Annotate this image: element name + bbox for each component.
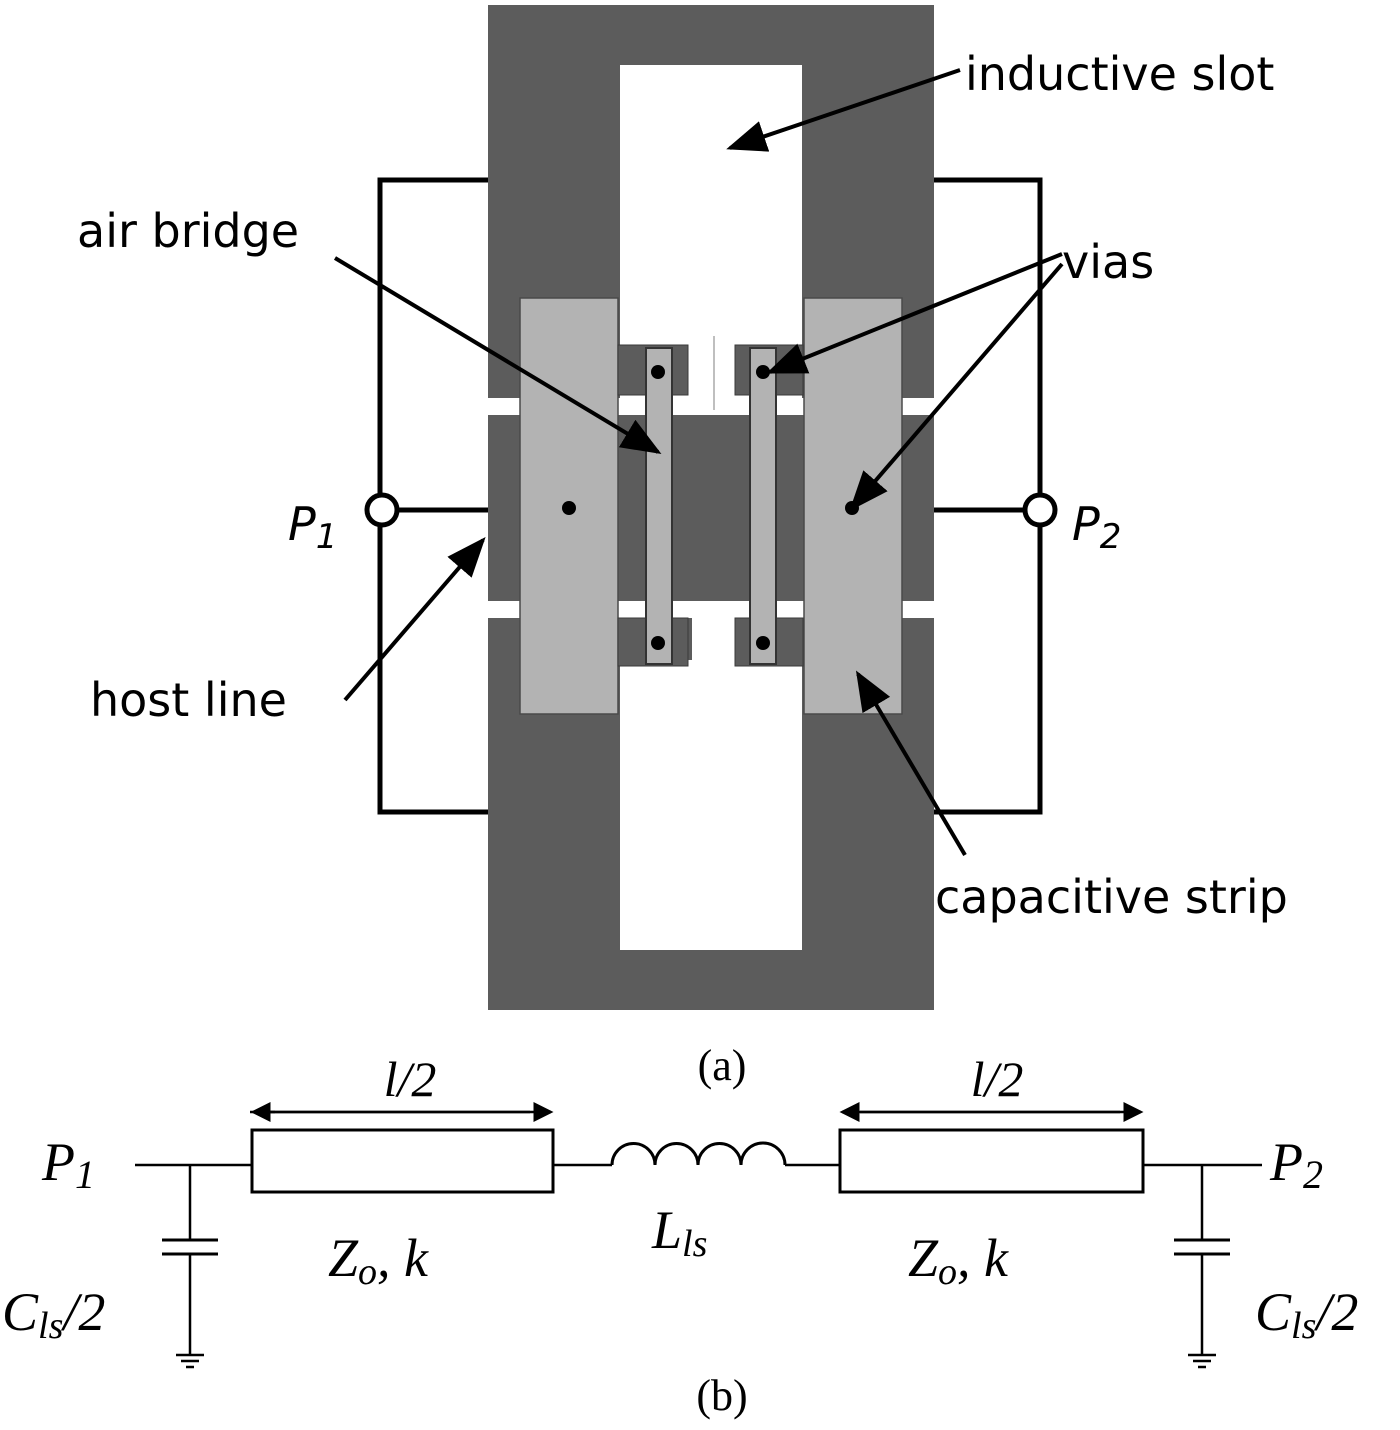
- label-line-left: Zo, k: [328, 1228, 429, 1293]
- air-bridges: [645, 347, 777, 665]
- figure-a-labels: inductive slot air bridge vias host line…: [77, 47, 1288, 924]
- transmission-line-left: [250, 1128, 555, 1194]
- label-cap-right: Cls/2: [1255, 1282, 1358, 1347]
- label-port-2: P2: [1072, 497, 1121, 557]
- caption-a: (a): [698, 1041, 747, 1090]
- port-1-terminal: [364, 492, 400, 528]
- label-b-port-1: P1: [41, 1132, 95, 1197]
- label-cap-left: Cls/2: [2, 1282, 105, 1347]
- label-length-right: l/2: [971, 1051, 1024, 1107]
- inductor-coil: [610, 1141, 787, 1166]
- label-port-1: P1: [288, 497, 337, 557]
- air-bridge-left: [645, 347, 673, 665]
- arrow-vias-strip: [849, 262, 1064, 512]
- label-vias: vias: [1062, 235, 1154, 289]
- figure-a-layout: inductive slot air bridge vias host line…: [77, 5, 1288, 1090]
- figure-b-circuit: l/2 l/2 P1 P2 Zo, k Zo, k Lls Cls/2 Cls/…: [2, 1051, 1358, 1420]
- label-inductor: Lls: [651, 1200, 707, 1265]
- caption-b: (b): [696, 1371, 747, 1420]
- arrow-vias-top: [766, 252, 1063, 374]
- circuit-wires: [135, 1163, 1262, 1355]
- label-line-right: Zo, k: [908, 1228, 1009, 1293]
- label-host-line: host line: [90, 673, 287, 727]
- label-b-port-2: P2: [1269, 1132, 1323, 1197]
- ground-left: [176, 1353, 204, 1369]
- arrow-air-bridge: [333, 256, 662, 455]
- figure-a-port-labels: P1 P2: [288, 497, 1121, 557]
- label-capacitive-strip: capacitive strip: [935, 870, 1288, 924]
- ground-right: [1188, 1353, 1216, 1369]
- port-2-terminal: [1022, 492, 1058, 528]
- transmission-line-right: [838, 1128, 1145, 1194]
- inductive-slot: [488, 65, 934, 950]
- figure-b-labels: l/2 l/2 P1 P2 Zo, k Zo, k Lls Cls/2 Cls/…: [2, 1051, 1358, 1347]
- capacitor-right: [1174, 1238, 1230, 1256]
- capacitor-left: [162, 1238, 218, 1256]
- leader-arrows: [333, 68, 1064, 857]
- arrow-capacitive-strip: [855, 670, 967, 857]
- arrow-host-line: [343, 536, 486, 702]
- label-inductive-slot: inductive slot: [965, 47, 1274, 101]
- air-bridge-right: [749, 347, 777, 665]
- capacitive-strips: [519, 297, 903, 715]
- label-length-left: l/2: [384, 1051, 437, 1107]
- label-air-bridge: air bridge: [77, 204, 299, 258]
- arrow-inductive-slot: [726, 68, 961, 152]
